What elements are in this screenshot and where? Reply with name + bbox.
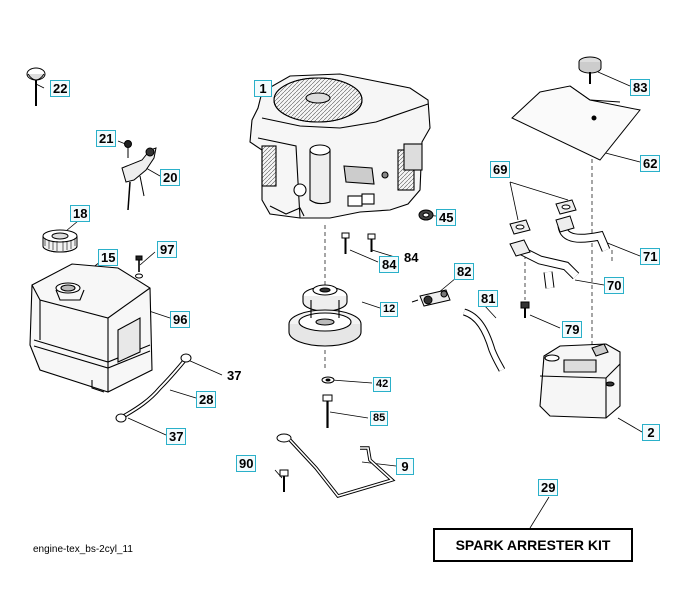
engine-part: [249, 73, 431, 219]
callout-1[interactable]: 1: [254, 80, 272, 97]
callout-82[interactable]: 82: [454, 263, 475, 280]
callout-69[interactable]: 69: [490, 161, 511, 178]
callout-20[interactable]: 20: [160, 169, 181, 186]
washer-part-42: [321, 376, 335, 384]
callout-85[interactable]: 85: [370, 411, 389, 426]
fuel-cap-part: [42, 229, 78, 253]
muffler-part: [539, 343, 621, 419]
callout-37-lower[interactable]: 37: [166, 428, 187, 445]
bolt-part-90: [279, 469, 289, 492]
bolt-part-85: [322, 394, 333, 428]
callout-83[interactable]: 83: [630, 79, 651, 96]
callout-37-upper[interactable]: 37: [227, 368, 242, 383]
heat-shield-part-62: [511, 85, 641, 161]
linkage-rod-part: [276, 433, 396, 499]
spark-arrester-kit-label: SPARK ARRESTER KIT: [433, 528, 633, 562]
pulley-part: [288, 284, 362, 347]
throttle-control-part: [121, 140, 157, 211]
callout-70[interactable]: 70: [604, 277, 625, 294]
callout-9[interactable]: 9: [396, 458, 414, 475]
callout-12[interactable]: 12: [380, 302, 399, 317]
callout-96[interactable]: 96: [170, 311, 191, 328]
plug-part-45: [418, 209, 434, 221]
callout-18[interactable]: 18: [70, 205, 91, 222]
callout-28[interactable]: 28: [196, 391, 217, 408]
callout-2[interactable]: 2: [642, 424, 660, 441]
gaskets-part-69: [509, 199, 577, 235]
callout-81[interactable]: 81: [478, 290, 499, 307]
fitting-part-82: [411, 289, 451, 307]
dipstick-part: [26, 67, 46, 106]
callout-84-left[interactable]: 84: [379, 256, 400, 273]
screw-part-97: [135, 255, 143, 279]
fuel-tank-part: [29, 263, 153, 393]
callout-15[interactable]: 15: [98, 249, 119, 266]
callout-84-right[interactable]: 84: [404, 250, 419, 265]
callout-71[interactable]: 71: [640, 248, 661, 265]
callout-62[interactable]: 62: [640, 155, 661, 172]
exhaust-pipe-part-70: [509, 239, 580, 289]
callout-45[interactable]: 45: [436, 209, 457, 226]
hose-part-81: [462, 308, 506, 372]
callout-79[interactable]: 79: [562, 321, 583, 338]
callout-21[interactable]: 21: [96, 130, 117, 147]
callout-42[interactable]: 42: [373, 377, 392, 392]
diagram-caption: engine-tex_bs-2cyl_11: [33, 544, 133, 555]
callout-22[interactable]: 22: [50, 80, 71, 97]
callout-90[interactable]: 90: [236, 455, 257, 472]
bolt-part-79: [520, 301, 530, 318]
exhaust-pipe-part-71: [555, 215, 611, 252]
fuel-line-part: [115, 353, 192, 423]
callout-29[interactable]: 29: [538, 479, 559, 496]
knob-part-83: [578, 56, 602, 84]
callout-97[interactable]: 97: [157, 241, 178, 258]
bolts-part-84: [341, 232, 376, 254]
